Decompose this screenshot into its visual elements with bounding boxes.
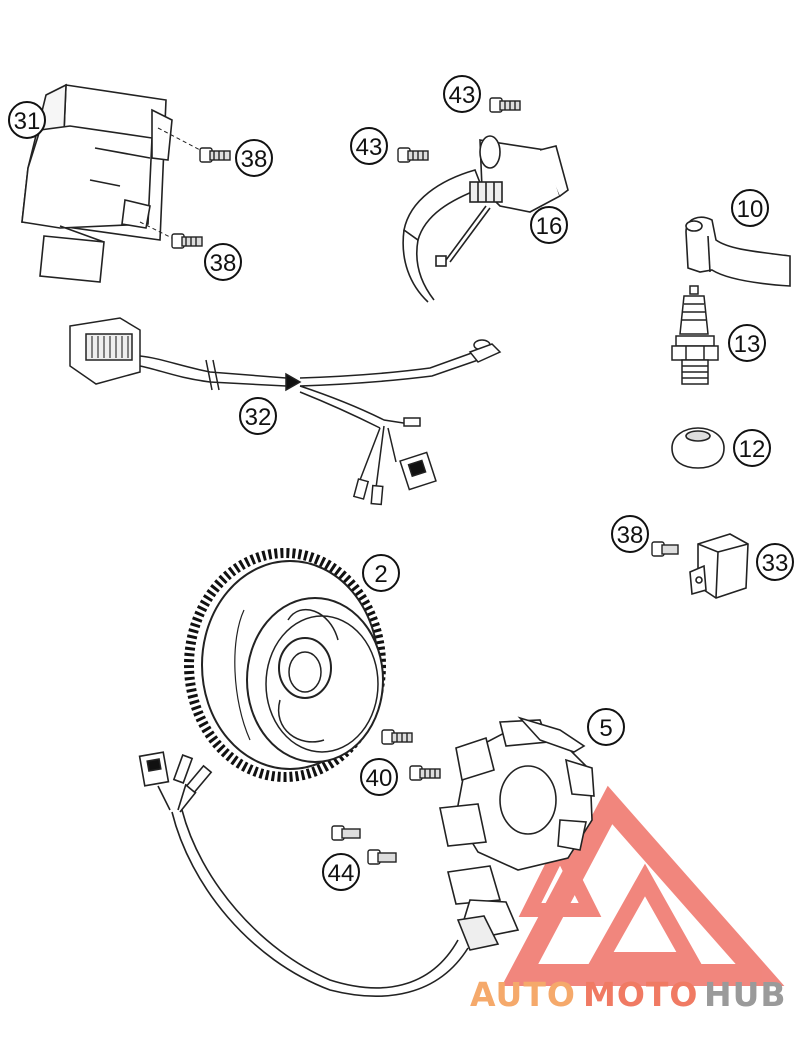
callout-12: 12 xyxy=(733,429,771,467)
bolt-38-lower xyxy=(171,233,203,249)
callout-5: 5 xyxy=(587,708,625,746)
ignition-coil-part xyxy=(402,135,569,303)
svg-text:16: 16 xyxy=(536,213,563,240)
bolt-38-bracket xyxy=(651,541,679,557)
callout-43-lower: 43 xyxy=(350,127,388,165)
svg-text:33: 33 xyxy=(762,550,789,577)
bolt-44-lower xyxy=(367,849,397,865)
watermark-word-moto: MOTO xyxy=(583,975,698,1014)
svg-text:2: 2 xyxy=(374,561,387,588)
svg-text:10: 10 xyxy=(737,196,764,223)
callout-2: 2 xyxy=(362,554,400,592)
stator-part xyxy=(439,716,595,951)
callout-43-upper: 43 xyxy=(443,75,481,113)
cdi-unit-part xyxy=(21,83,173,283)
svg-text:38: 38 xyxy=(210,250,237,277)
callout-40: 40 xyxy=(360,758,398,796)
callout-16: 16 xyxy=(530,206,568,244)
svg-text:43: 43 xyxy=(356,134,383,161)
bolt-43-upper xyxy=(489,97,521,113)
stator-cable xyxy=(138,751,469,997)
bolt-43-lower xyxy=(397,147,429,163)
bolt-40-lower xyxy=(409,765,441,781)
svg-text:5: 5 xyxy=(599,715,612,742)
svg-text:13: 13 xyxy=(734,331,761,358)
watermark-word-auto: AUTO xyxy=(470,975,576,1014)
watermark-logo xyxy=(501,785,785,986)
grommet-part xyxy=(671,427,725,469)
bolt-44-upper xyxy=(331,825,361,841)
svg-text:32: 32 xyxy=(245,404,272,431)
callout-10: 10 xyxy=(731,189,769,227)
callout-13: 13 xyxy=(728,324,766,362)
svg-text:31: 31 xyxy=(14,108,41,135)
callout-38-upper: 38 xyxy=(235,139,273,177)
svg-text:44: 44 xyxy=(328,860,355,887)
svg-text:40: 40 xyxy=(366,765,393,792)
spark-plug-part xyxy=(671,285,719,385)
spark-plug-cap-part xyxy=(685,216,791,287)
svg-text:38: 38 xyxy=(241,146,268,173)
leader-line xyxy=(157,127,201,151)
callout-44: 44 xyxy=(322,853,360,891)
svg-text:43: 43 xyxy=(449,82,476,109)
callout-33: 33 xyxy=(756,543,794,581)
bracket-part xyxy=(689,533,749,599)
callout-38-bracket: 38 xyxy=(611,515,649,553)
svg-text:12: 12 xyxy=(739,436,766,463)
watermark-word-hub: HUB xyxy=(704,975,787,1014)
svg-text:38: 38 xyxy=(617,522,644,549)
callout-38-lower: 38 xyxy=(204,243,242,281)
flywheel-part xyxy=(184,548,386,782)
bolt-38-upper xyxy=(199,147,231,163)
wiring-harness-part xyxy=(69,317,502,506)
callout-32: 32 xyxy=(239,397,277,435)
callout-31: 31 xyxy=(8,101,46,139)
bolt-40-upper xyxy=(381,729,413,745)
